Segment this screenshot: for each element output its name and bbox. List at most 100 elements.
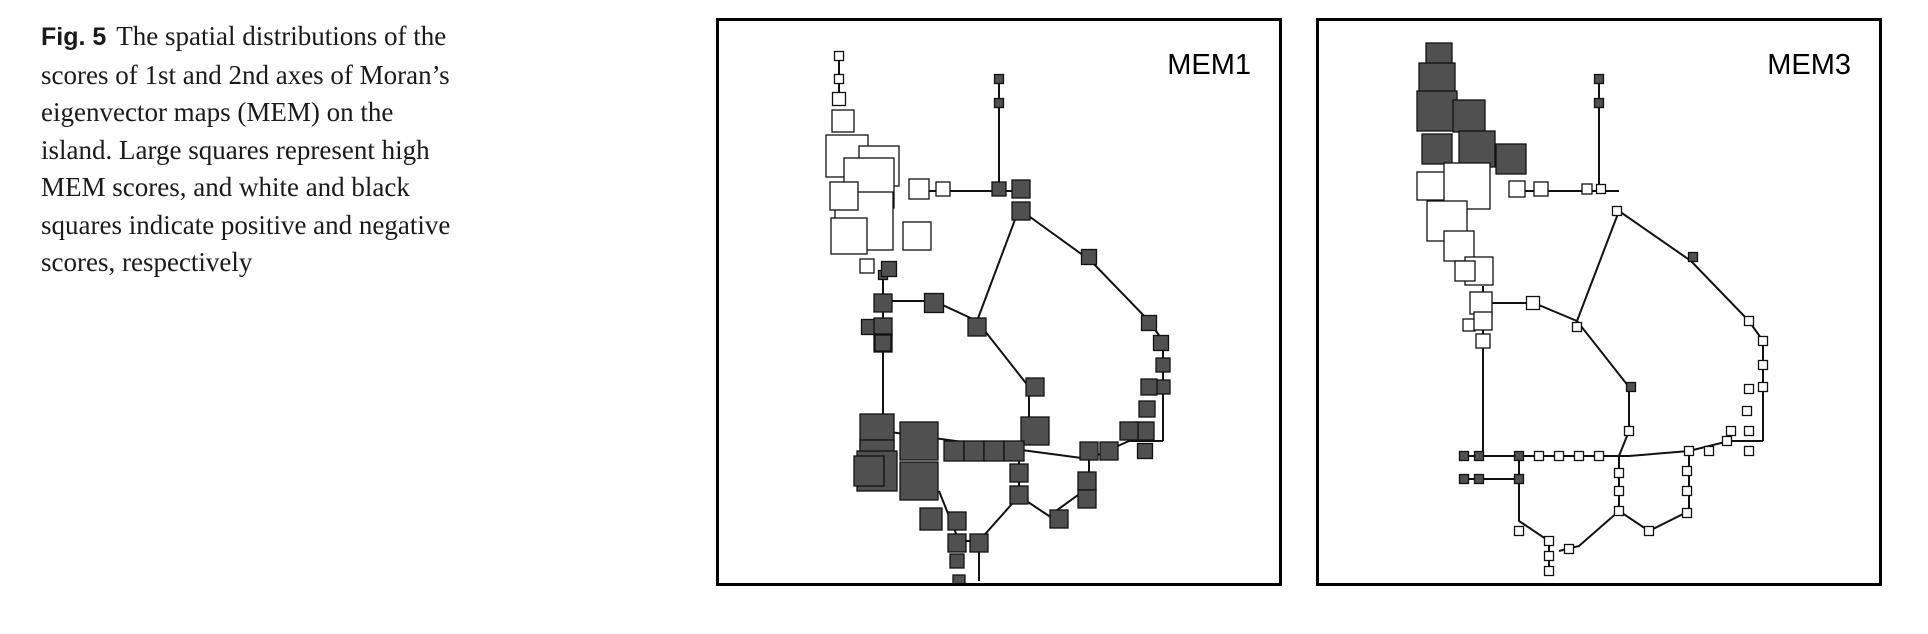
site-square bbox=[1743, 445, 1755, 457]
site-square bbox=[1155, 379, 1171, 395]
site-square bbox=[1757, 335, 1769, 347]
site-square bbox=[902, 221, 932, 251]
site-square bbox=[1473, 311, 1493, 331]
site-square bbox=[1009, 485, 1029, 505]
site-square bbox=[1513, 525, 1525, 537]
site-square bbox=[1011, 179, 1031, 199]
site-square bbox=[1416, 171, 1446, 201]
site-square bbox=[1743, 315, 1755, 327]
site-square bbox=[1080, 248, 1098, 266]
network-edge bbox=[1575, 210, 1630, 431]
figure-label: Fig. 5 bbox=[41, 23, 107, 51]
site-square bbox=[1473, 450, 1485, 462]
site-square bbox=[1757, 359, 1769, 371]
caption-text: The spatial distributions of the scores … bbox=[41, 21, 451, 277]
site-square bbox=[947, 533, 967, 553]
site-square bbox=[947, 511, 967, 531]
site-square bbox=[1469, 291, 1493, 315]
site-square bbox=[1703, 445, 1715, 457]
site-square bbox=[1049, 509, 1069, 529]
site-square bbox=[1581, 183, 1593, 195]
mem3-map bbox=[1416, 42, 1769, 577]
site-square bbox=[967, 317, 987, 337]
site-square bbox=[1009, 463, 1029, 483]
site-square bbox=[1721, 435, 1733, 447]
site-square bbox=[874, 334, 892, 352]
site-square bbox=[859, 258, 875, 274]
site-square bbox=[1025, 377, 1045, 397]
site-square bbox=[1683, 445, 1695, 457]
site-square bbox=[1473, 473, 1485, 485]
site-square bbox=[908, 178, 930, 200]
site-square bbox=[1533, 181, 1549, 197]
site-square bbox=[952, 574, 966, 583]
site-square bbox=[1495, 143, 1527, 175]
site-square bbox=[1136, 442, 1154, 460]
site-square bbox=[1099, 441, 1119, 461]
mem3-panel-title: MEM3 bbox=[1767, 49, 1851, 81]
site-square bbox=[1011, 201, 1031, 221]
site-square bbox=[899, 461, 939, 501]
site-square bbox=[1573, 450, 1585, 462]
site-square bbox=[1079, 441, 1099, 461]
site-square bbox=[1543, 565, 1555, 577]
site-square bbox=[1611, 205, 1623, 217]
site-square bbox=[1458, 130, 1496, 168]
site-square bbox=[1508, 180, 1526, 198]
site-square bbox=[1135, 421, 1155, 441]
site-square bbox=[923, 292, 945, 314]
site-square bbox=[1687, 251, 1699, 263]
site-square bbox=[993, 97, 1005, 109]
site-square bbox=[1416, 90, 1458, 132]
mem3-panel: MEM3 bbox=[1316, 18, 1882, 586]
site-square bbox=[873, 293, 893, 313]
site-square bbox=[1077, 489, 1097, 509]
site-square bbox=[1443, 230, 1475, 262]
site-square bbox=[1571, 321, 1583, 333]
site-square bbox=[1563, 543, 1575, 555]
site-square bbox=[1543, 535, 1555, 547]
site-square bbox=[1533, 450, 1545, 462]
network-edge bbox=[1464, 440, 1763, 457]
site-square bbox=[1613, 505, 1625, 517]
site-square bbox=[1595, 183, 1607, 195]
mem1-map bbox=[825, 50, 1171, 583]
site-square bbox=[1613, 467, 1625, 479]
network-edge bbox=[1618, 430, 1690, 533]
site-square bbox=[993, 73, 1005, 85]
site-square bbox=[969, 533, 989, 553]
site-square bbox=[1421, 133, 1453, 165]
site-square bbox=[1155, 357, 1171, 373]
mem1-panel: MEM1 bbox=[716, 18, 1282, 586]
site-square bbox=[1757, 381, 1769, 393]
site-square bbox=[880, 260, 898, 278]
site-square bbox=[1140, 314, 1158, 332]
site-square bbox=[873, 317, 893, 337]
site-square bbox=[1138, 400, 1156, 418]
site-square bbox=[1525, 295, 1541, 311]
site-square bbox=[1454, 260, 1476, 282]
site-square bbox=[830, 217, 868, 255]
site-square bbox=[831, 91, 847, 107]
site-square bbox=[1458, 473, 1470, 485]
site-square bbox=[1743, 383, 1755, 395]
site-square bbox=[1553, 450, 1565, 462]
site-square bbox=[1613, 485, 1625, 497]
site-square bbox=[1475, 333, 1491, 349]
site-square bbox=[1593, 73, 1605, 85]
network-edge bbox=[1518, 456, 1550, 566]
site-square bbox=[1077, 471, 1097, 491]
site-square bbox=[935, 181, 951, 197]
site-square bbox=[1458, 450, 1470, 462]
site-square bbox=[833, 50, 845, 62]
site-square bbox=[1543, 550, 1555, 562]
site-square bbox=[1119, 421, 1139, 441]
site-square bbox=[833, 73, 845, 85]
site-square bbox=[963, 440, 985, 462]
site-square bbox=[1020, 416, 1050, 446]
site-square bbox=[949, 553, 965, 569]
site-square bbox=[1681, 485, 1693, 497]
site-square bbox=[1743, 425, 1755, 437]
site-square bbox=[831, 109, 855, 133]
